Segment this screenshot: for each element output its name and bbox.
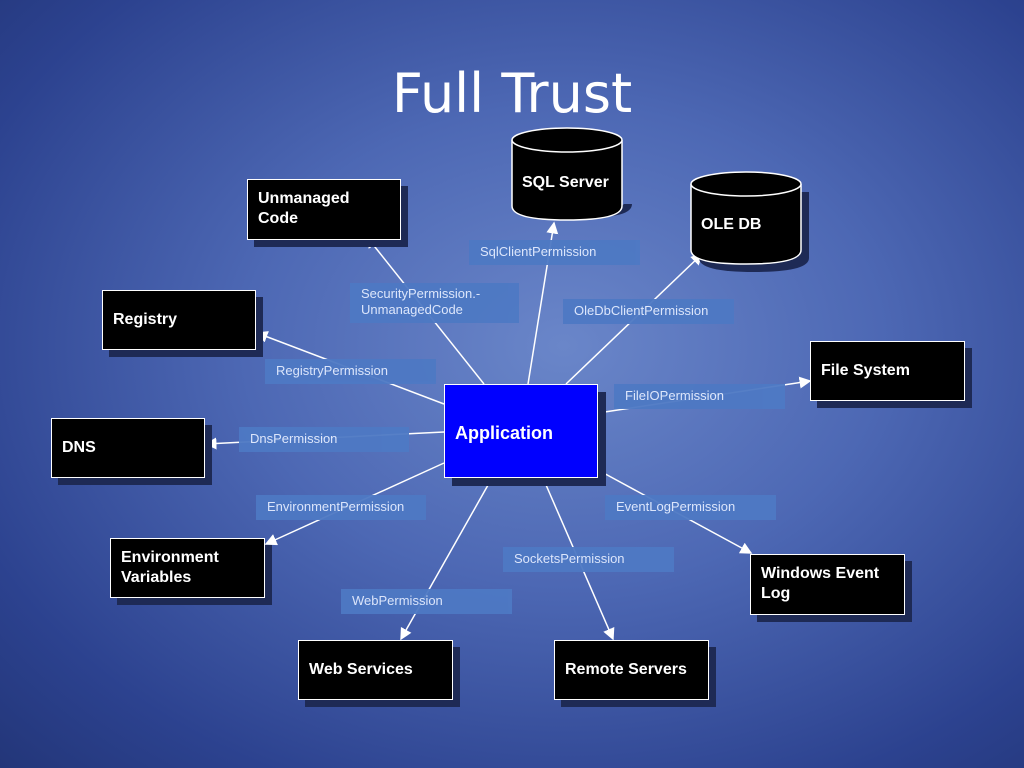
- database-cylinder-icon: [690, 171, 809, 272]
- application-label: Application: [455, 423, 553, 443]
- windows-event-log-node: Windows Event Log: [750, 554, 905, 615]
- sql-server-label: SQL Server: [522, 174, 609, 191]
- dns-label: DNS: [62, 439, 96, 456]
- dns-node: DNS: [51, 418, 205, 478]
- web-services-label: Web Services: [309, 661, 413, 678]
- permission-ole-db-client: OleDbClientPermission: [563, 299, 734, 324]
- environment-variables-label: Environment Variables: [121, 549, 219, 586]
- sql-server-database: SQL Server: [510, 126, 634, 230]
- ole-db-database: OLE DB: [689, 170, 815, 274]
- permission-sql-client: SqlClientPermission: [469, 240, 640, 265]
- application-node: Application: [444, 384, 598, 478]
- registry-node: Registry: [102, 290, 256, 350]
- permission-dns: DnsPermission: [239, 427, 409, 452]
- permission-file-io: FileIOPermission: [614, 384, 785, 409]
- permission-security-unmanaged: SecurityPermission.- UnmanagedCode: [350, 283, 519, 323]
- unmanaged-code-label: Unmanaged Code: [258, 190, 350, 227]
- ole-db-label: OLE DB: [701, 216, 762, 233]
- permission-web: WebPermission: [341, 589, 512, 614]
- permission-sockets: SocketsPermission: [503, 547, 674, 572]
- windows-event-log-label: Windows Event Log: [761, 565, 880, 602]
- file-system-node: File System: [810, 341, 965, 401]
- file-system-label: File System: [821, 362, 910, 379]
- remote-servers-label: Remote Servers: [565, 661, 687, 678]
- slide-title: Full Trust: [391, 62, 633, 125]
- unmanaged-code-node: Unmanaged Code: [247, 179, 401, 240]
- permission-event-log: EventLogPermission: [605, 495, 776, 520]
- permission-registry: RegistryPermission: [265, 359, 436, 384]
- web-services-node: Web Services: [298, 640, 453, 700]
- database-cylinder-icon: [511, 127, 632, 221]
- remote-servers-node: Remote Servers: [554, 640, 709, 700]
- registry-label: Registry: [113, 311, 178, 328]
- environment-variables-node: Environment Variables: [110, 538, 265, 598]
- permission-environment: EnvironmentPermission: [256, 495, 426, 520]
